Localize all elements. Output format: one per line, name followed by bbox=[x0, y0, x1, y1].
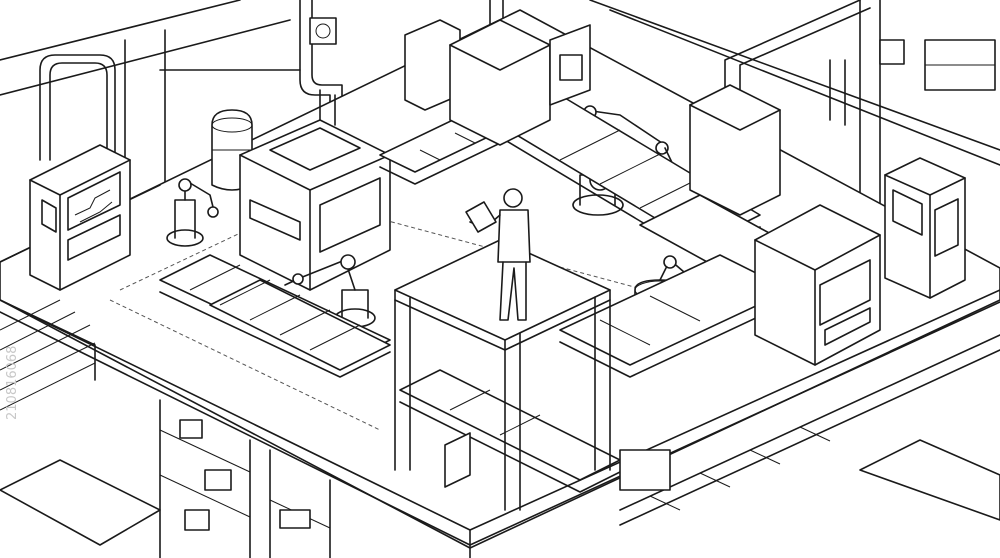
right-control-cabinet bbox=[884, 157, 966, 299]
right-machine-block bbox=[754, 204, 881, 366]
back-wall bbox=[0, 0, 1000, 251]
left-control-cabinet bbox=[29, 144, 131, 291]
lower-level-stairs bbox=[0, 299, 96, 411]
observation-platform bbox=[394, 239, 611, 511]
back-gate-machines bbox=[404, 19, 781, 216]
lower-level-trusses bbox=[619, 334, 1000, 526]
lower-level-shelving bbox=[159, 399, 331, 558]
left-machine-block bbox=[239, 89, 391, 291]
robot-arm-center bbox=[284, 254, 376, 328]
worker-with-tablet bbox=[465, 188, 531, 321]
overhead-pipes bbox=[39, 0, 905, 161]
stock-id-watermark: 210816068 bbox=[5, 346, 20, 420]
robot-arm-left bbox=[166, 178, 219, 247]
conveyor-belts bbox=[0, 94, 1000, 546]
